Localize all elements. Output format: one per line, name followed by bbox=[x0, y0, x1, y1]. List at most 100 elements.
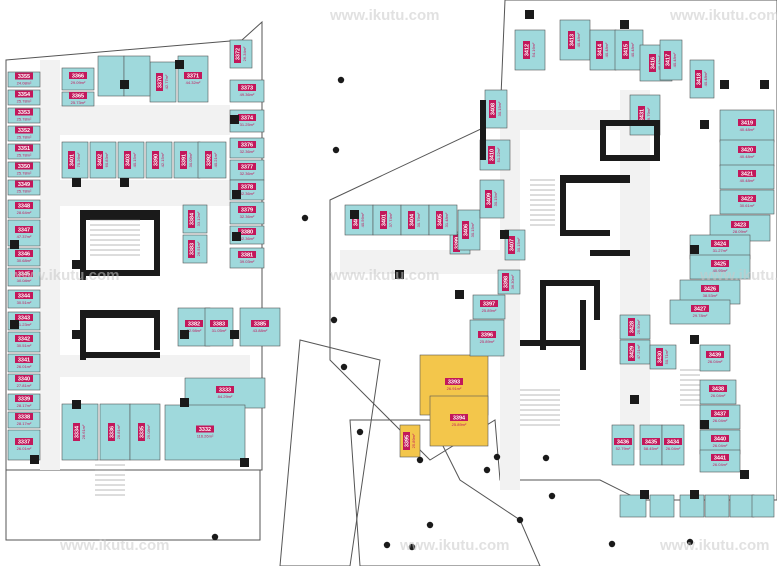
unit[interactable] bbox=[751, 494, 775, 518]
unit[interactable] bbox=[123, 55, 151, 97]
unit[interactable] bbox=[619, 494, 647, 518]
unit[interactable] bbox=[704, 494, 730, 518]
unit-number: 3400 bbox=[354, 214, 360, 226]
column bbox=[232, 232, 241, 241]
column bbox=[525, 10, 534, 19]
unit[interactable] bbox=[649, 494, 675, 518]
unit-area: 40.48m² bbox=[740, 154, 755, 159]
unit-area: 40.48m² bbox=[604, 42, 609, 57]
wall bbox=[80, 210, 86, 280]
unit-number: 3333 bbox=[219, 388, 231, 394]
unit[interactable] bbox=[729, 494, 755, 518]
unit-number-badge bbox=[478, 331, 496, 338]
unit-area: 29.78m² bbox=[693, 313, 708, 318]
pillar-dot bbox=[548, 492, 556, 500]
column bbox=[455, 290, 464, 299]
unit-number: 3438 bbox=[712, 387, 724, 393]
unit-number-badge bbox=[656, 348, 663, 366]
unit-area: 30.08m² bbox=[17, 278, 32, 283]
wall bbox=[480, 100, 486, 160]
unit[interactable] bbox=[97, 55, 125, 97]
pillar-dot bbox=[608, 540, 616, 548]
unit-number: 3348 bbox=[18, 204, 30, 210]
